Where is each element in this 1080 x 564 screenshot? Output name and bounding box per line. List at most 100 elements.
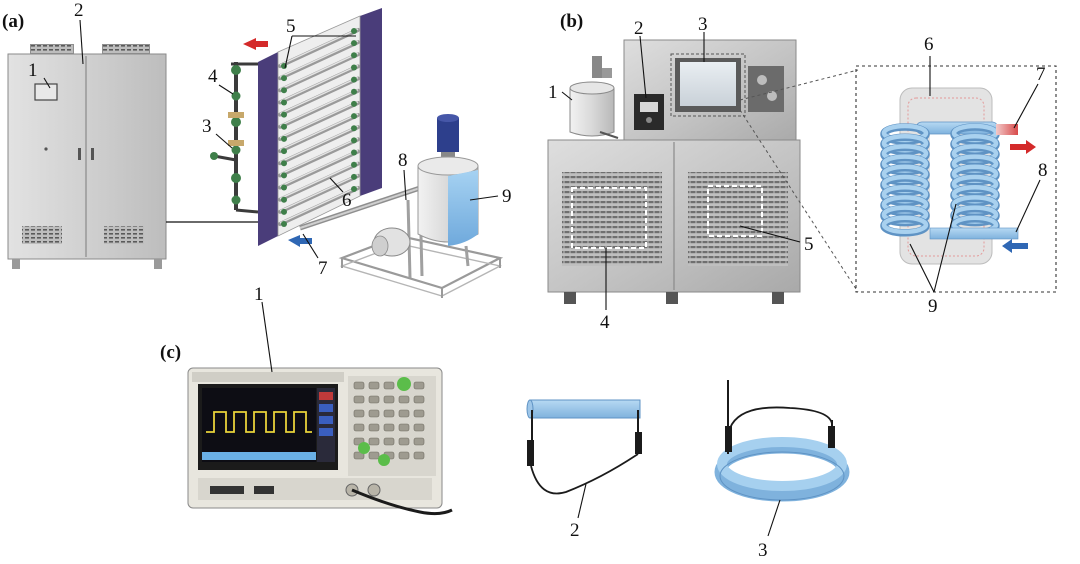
- pipe-manifold: [210, 62, 262, 214]
- feed-tank: [569, 56, 619, 139]
- callout-b-6: 6: [924, 34, 934, 55]
- tube-fitting: [281, 184, 287, 191]
- tube-fitting: [351, 173, 357, 180]
- scope-button: [368, 423, 380, 432]
- probe-clip: [527, 440, 534, 466]
- callout-b-9: 9: [928, 296, 938, 317]
- probe-cable: [351, 488, 453, 516]
- probe-wire: [729, 406, 833, 429]
- scope-button: [353, 381, 365, 390]
- valve: [231, 145, 241, 155]
- scope-button: [353, 409, 365, 418]
- flow-meter: [228, 112, 244, 118]
- tube-fitting: [351, 186, 357, 192]
- cabinet-handle-left: [78, 148, 81, 160]
- scope-screen: [202, 388, 316, 462]
- tube: [278, 64, 360, 105]
- grille-right: [688, 172, 788, 266]
- scope-button: [353, 395, 365, 404]
- tube-fitting: [281, 123, 287, 130]
- tube-fitting: [351, 125, 357, 132]
- tube: [278, 40, 360, 81]
- callout-a-2: 2: [74, 0, 84, 21]
- straight-tube: [529, 399, 641, 419]
- scope-button: [353, 423, 365, 432]
- coil-left: [880, 123, 930, 237]
- scope-button: [368, 395, 380, 404]
- knob: [358, 442, 370, 454]
- callout-b-3: 3: [698, 14, 708, 35]
- scope-button: [398, 451, 410, 460]
- callout-c-3: 3: [758, 540, 768, 561]
- valve: [231, 65, 241, 75]
- tube-fitting: [281, 160, 287, 167]
- cabinet-vent-right: [104, 226, 144, 244]
- scope-button: [413, 395, 425, 404]
- scope-button: [398, 437, 410, 446]
- scope-button: [413, 409, 425, 418]
- waveform-trace: [206, 411, 312, 433]
- oscilloscope: [187, 367, 453, 516]
- tube-fitting: [351, 113, 357, 120]
- straight-tube-sample: [526, 399, 642, 495]
- scope-button: [383, 395, 395, 404]
- tube-fitting: [351, 88, 357, 95]
- tube: [278, 100, 360, 141]
- scope-button: [368, 451, 380, 460]
- scope-button: [368, 381, 380, 390]
- knob: [378, 454, 390, 466]
- tube: [278, 161, 360, 202]
- tube: [278, 52, 360, 93]
- callout-a-8: 8: [398, 150, 408, 171]
- probe-clip: [828, 426, 835, 448]
- panel-b-label: (b): [560, 11, 583, 32]
- tube-fitting: [351, 76, 357, 83]
- scope-button: [413, 381, 425, 390]
- valve-window: [748, 66, 784, 112]
- tube: [278, 186, 360, 226]
- cabinet-body: [7, 53, 167, 260]
- callout-b-1: 1: [548, 82, 558, 103]
- callout-a-4: 4: [208, 66, 218, 87]
- tube-fitting: [281, 99, 287, 106]
- water-tank: [417, 114, 479, 246]
- scope-button: [383, 437, 395, 446]
- scope-controls: [353, 381, 425, 460]
- cold-inlet-arrow: [288, 235, 312, 247]
- hot-outlet-arrow: [243, 38, 268, 50]
- panel-b: (b): [547, 11, 1057, 333]
- inset-frame: [855, 65, 1057, 293]
- tube-fitting: [281, 148, 287, 155]
- tube-fitting: [351, 40, 357, 47]
- scope-button: [383, 423, 395, 432]
- tube-fitting: [281, 221, 287, 227]
- end-plate-right: [360, 8, 382, 196]
- cold-inlet-tube: [929, 227, 1019, 240]
- cabinet-vent-left: [22, 226, 62, 244]
- hot-outlet-arrow-b: [1010, 140, 1036, 154]
- tube: [278, 173, 360, 214]
- coil-right: [950, 123, 1000, 237]
- scope-button: [383, 409, 395, 418]
- panel-a: (a): [2, 0, 512, 298]
- tube-fitting: [351, 100, 357, 107]
- scope-button: [398, 395, 410, 404]
- callout-a-9: 9: [502, 186, 512, 207]
- tank-motor: [437, 118, 459, 152]
- tube: [278, 113, 360, 154]
- callout-c-1: 1: [254, 284, 264, 305]
- tube-fitting: [351, 137, 357, 144]
- hot-outlet-tube: [996, 124, 1018, 135]
- pump-skid: [338, 195, 504, 298]
- cold-inlet-arrow-b: [1002, 239, 1028, 253]
- valve: [231, 195, 241, 205]
- coil-tube-sample: [714, 380, 850, 502]
- tank-water: [448, 170, 478, 246]
- tube-fitting: [281, 208, 287, 215]
- tube-fitting: [351, 161, 357, 168]
- callout-a-6: 6: [342, 190, 352, 211]
- scope-button: [353, 451, 365, 460]
- tube-fitting: [281, 87, 287, 94]
- scope-button: [383, 381, 395, 390]
- scope-button: [413, 451, 425, 460]
